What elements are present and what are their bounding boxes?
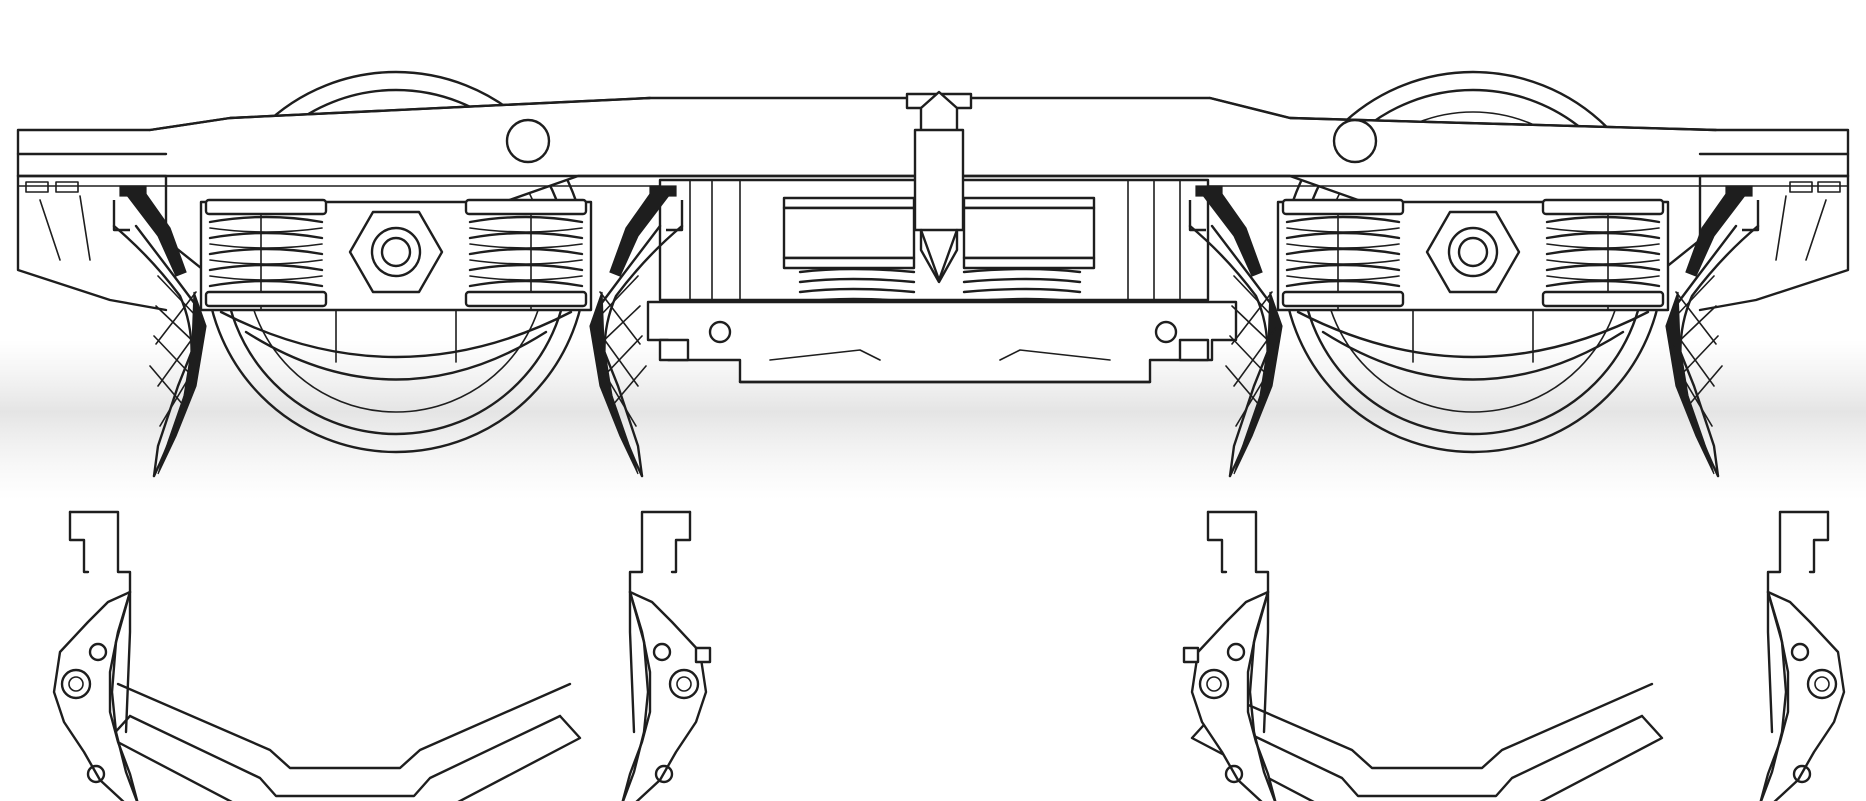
brake-shoe-4 [1758,510,1846,801]
brake-assembly-left [52,510,712,801]
brake-shoe-1 [52,510,140,801]
brake-assembly-right [1182,510,1846,801]
frame-rivet-right [1332,118,1378,164]
bolster-spring-left [782,196,916,304]
frame-rivet-left [505,118,551,164]
brake-beam-left [108,682,582,801]
bolster-spring-right [962,196,1096,304]
centre-bolster [646,90,1238,384]
brake-shoe-2 [620,510,712,801]
brake-shoe-3 [1182,510,1278,801]
